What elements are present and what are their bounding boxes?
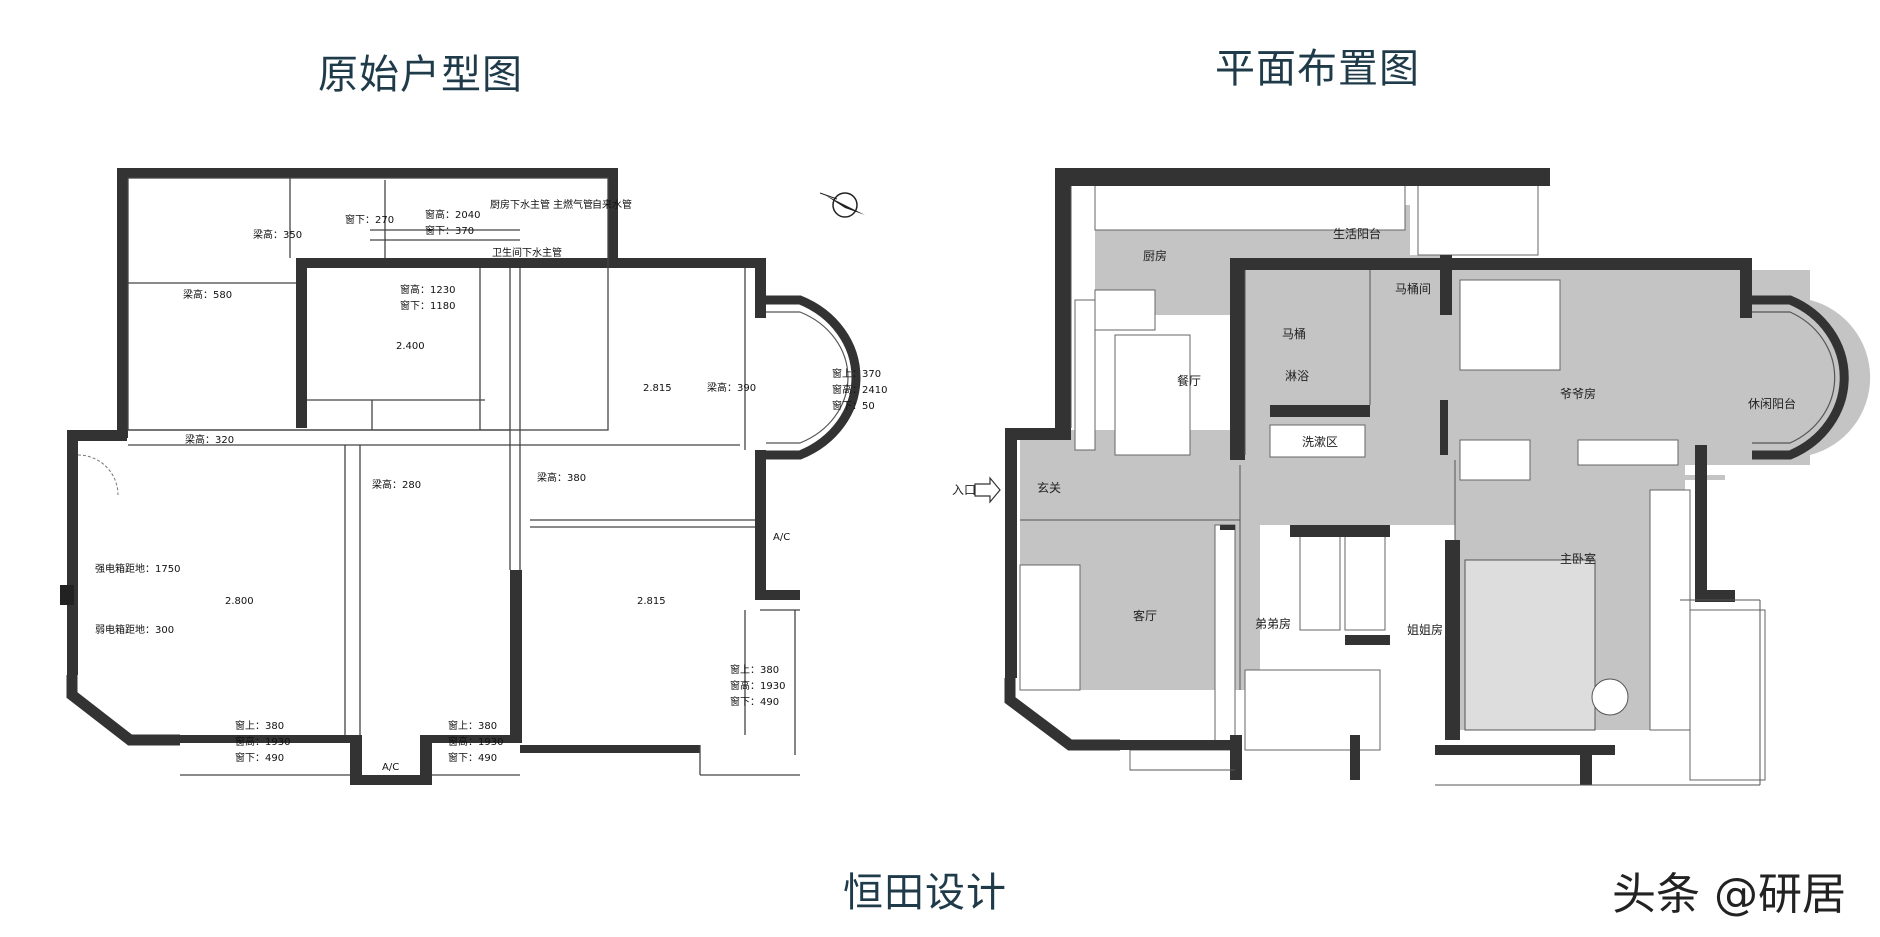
compass-icon [819,192,865,218]
balcony-win-below-label: 窗下：50 [832,399,875,412]
right-win-below-label: 窗下：490 [730,695,779,708]
electrical-box-icon [60,585,74,605]
original-balcony-arc [766,295,861,460]
win-below-270-label: 窗下：270 [345,213,394,226]
water-main-label: 自来水管 [592,198,632,211]
dining-label: 餐厅 [1177,373,1201,388]
grandpa-room-label: 爷爷房 [1560,386,1596,401]
layout-walls [1005,168,1752,785]
master-bedroom-label: 主卧室 [1560,551,1596,566]
leisure-balcony-label: 休闲阳台 [1748,396,1796,411]
layout-plan-title: 平面布置图 [1215,46,1420,92]
beam-580-label: 梁高：580 [183,288,232,301]
win-h-1230-label: 窗高：1230 [400,283,455,296]
studio-name: 恒田设计 [843,870,1007,916]
gas-pipe-label: 主燃气管 [553,198,593,211]
right-win-above-label: 窗上：380 [730,663,779,676]
watermark: 头条 @研居 [1612,869,1846,920]
balcony-win-h-label: 窗高：2410 [832,383,887,396]
bath-drain-label: 卫生间下水主管 [492,246,562,259]
bm-win-h-label: 窗高：1930 [448,735,503,748]
original-annotations: 厨房下水主管 主燃气管 自来水管 卫生间下水主管 梁高：350 窗下：270 窗… [95,198,887,773]
entrance-label: 入口 [952,483,976,497]
master-bed [1464,559,1596,731]
level-2400-label: 2.400 [396,341,425,352]
layout-lines [1020,186,1761,786]
level-2815-b-label: 2.815 [637,596,666,607]
original-slanted-wall [66,675,180,746]
toilet-label: 马桶 [1282,326,1306,341]
entrance-arrow-icon [974,476,1001,504]
toilet-room-label: 马桶间 [1395,281,1431,296]
original-plan-title: 原始户型图 [318,52,523,98]
sister-room-label: 姐姐房 [1407,622,1443,637]
layout-balcony-arc [1752,295,1849,460]
kitchen-label: 厨房 [1143,248,1167,263]
level-2815-a-label: 2.815 [643,383,672,394]
service-balcony-label: 生活阳台 [1333,226,1381,241]
kitchen-drain-label: 厨房下水主管 [490,198,550,211]
foyer-label: 玄关 [1037,480,1061,495]
living-label: 客厅 [1133,608,1157,623]
bm-win-below-label: 窗下：490 [448,751,497,764]
bm-win-above-label: 窗上：380 [448,719,497,732]
right-win-h-label: 窗高：1930 [730,679,785,692]
ac-right-label: A/C [773,532,790,543]
beam-350-label: 梁高：350 [253,228,302,241]
balcony-win-above-label: 窗上：370 [832,367,881,380]
layout-room-labels: 厨房 生活阳台 马桶间 马桶 淋浴 餐厅 洗漱区 爷爷房 休闲阳台 入口 玄关 … [952,226,1796,637]
original-entrance-door [77,454,119,496]
beam-380-label: 梁高：380 [537,471,586,484]
original-interior-lines [127,177,800,776]
original-walls [67,168,800,785]
wash-area-label: 洗漱区 [1302,435,1338,449]
bl-win-h-label: 窗高：1930 [235,735,290,748]
strong-box-label: 强电箱距地：1750 [95,562,180,575]
beam-320-label: 梁高：320 [185,433,234,446]
win-below-370-label: 窗下：370 [425,224,474,237]
beam-390-label: 梁高：390 [707,381,756,394]
layout-slanted-wall [1004,678,1120,751]
ac-bottom-label: A/C [382,762,399,773]
bl-win-above-label: 窗上：380 [235,719,284,732]
level-2800-label: 2.800 [225,596,254,607]
shower-label: 淋浴 [1285,369,1309,383]
win-h-2040-label: 窗高：2040 [425,208,480,221]
original-floor-plan: 厨房下水主管 主燃气管 自来水管 卫生间下水主管 梁高：350 窗下：270 窗… [60,168,887,785]
round-table [1591,678,1629,716]
bl-win-below-label: 窗下：490 [235,751,284,764]
layout-floor-plan: 厨房 生活阳台 马桶间 马桶 淋浴 餐厅 洗漱区 爷爷房 休闲阳台 入口 玄关 … [952,168,1871,786]
win-below-1180-label: 窗下：1180 [400,299,455,312]
beam-280-label: 梁高：280 [372,478,421,491]
weak-box-label: 弱电箱距地：300 [95,623,174,636]
brother-room-label: 弟弟房 [1255,616,1291,631]
